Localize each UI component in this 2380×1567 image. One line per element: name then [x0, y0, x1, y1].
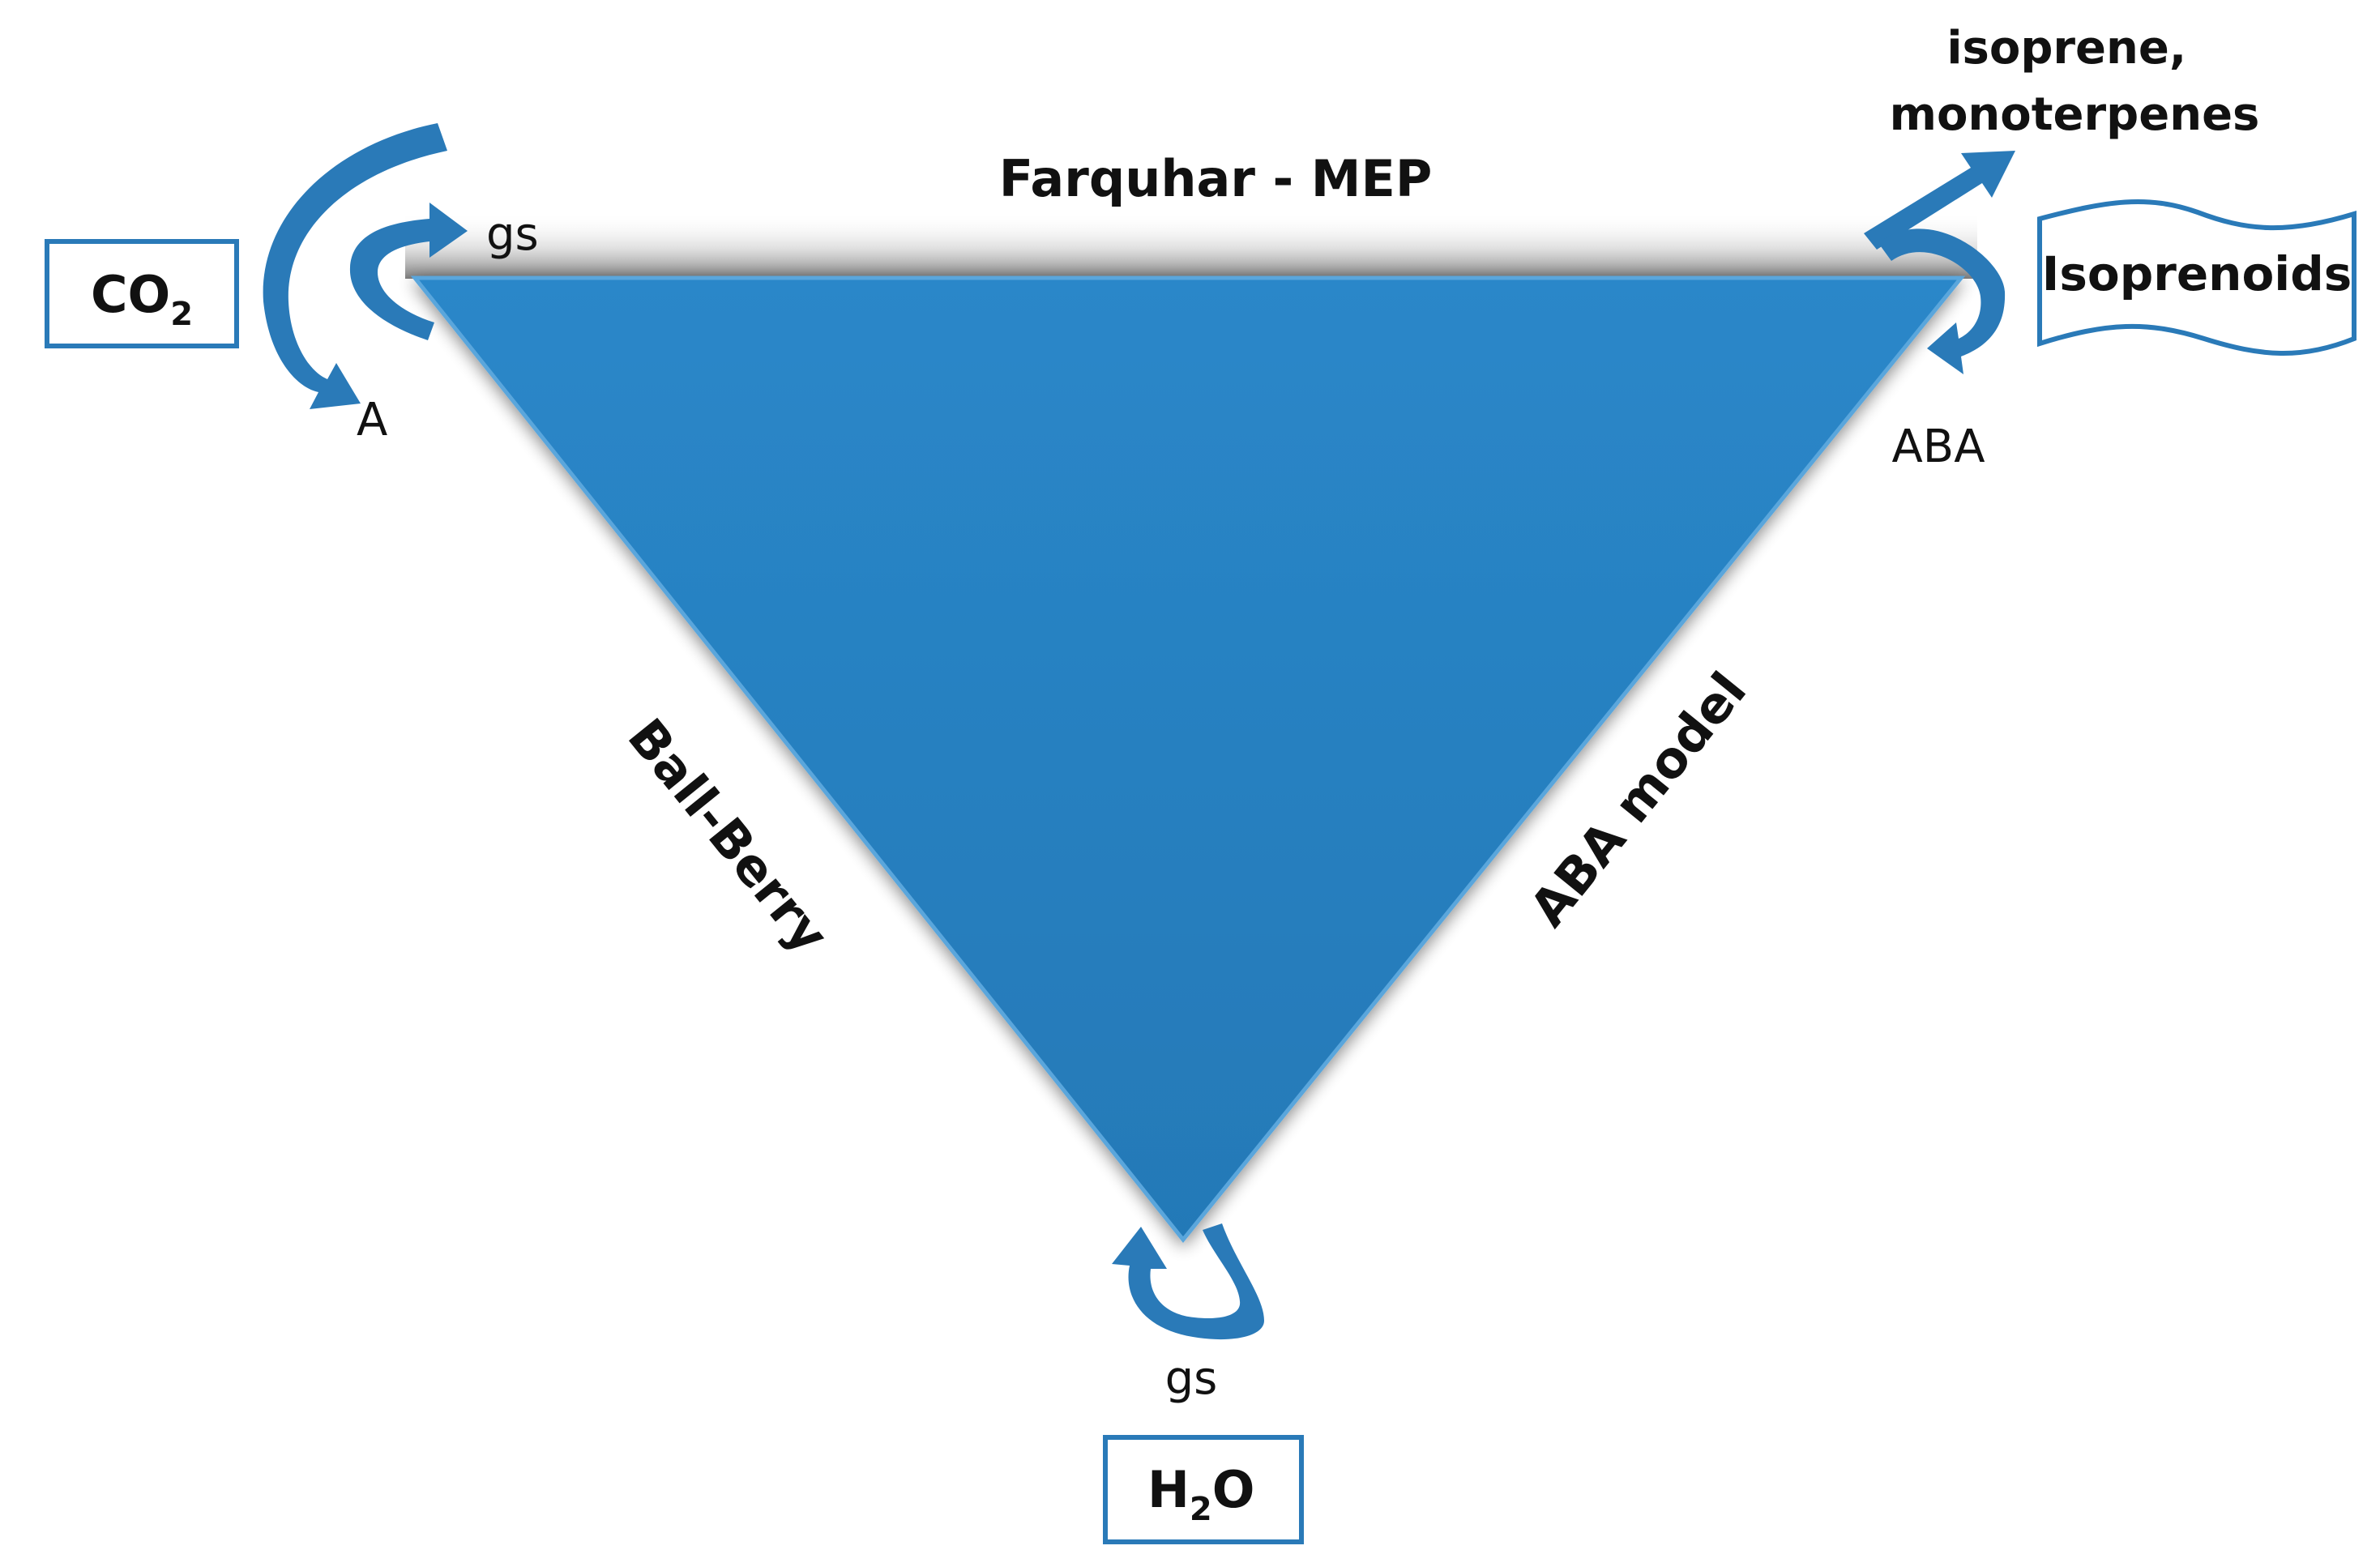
co2-box: CO2 [45, 239, 239, 348]
h2o-main-text: H [1147, 1460, 1190, 1519]
emission-label-line1: isoprene, [1946, 22, 2186, 75]
top-edge-label: Farquhar - MEP [999, 149, 1433, 208]
svg-text:H2O: H2O [1147, 1460, 1254, 1528]
svg-text:CO2: CO2 [91, 265, 193, 333]
model-triangle [410, 275, 1966, 1243]
to-aba-arrow-icon [1878, 228, 2006, 374]
emission-label-line2: monoterpenes [1890, 88, 2260, 141]
h2o-tail-text: O [1212, 1460, 1255, 1519]
isoprenoids-box: Isoprenoids [2037, 199, 2356, 356]
co2-to-a-arrow-icon [263, 123, 447, 409]
h2o-box: H2O [1103, 1435, 1304, 1544]
co2-main-text: CO [91, 265, 170, 324]
h2o-subscript: 2 [1190, 1491, 1212, 1528]
a-label: A [357, 394, 387, 446]
svg-text:Isoprenoids: Isoprenoids [2042, 246, 2352, 301]
bottom-gs-arrow-icon [1112, 1223, 1264, 1340]
gs-top-label: gs [486, 208, 539, 261]
top-edge-shadow [405, 212, 1977, 279]
aba-label: ABA [1891, 421, 1985, 473]
co2-subscript: 2 [170, 296, 193, 333]
a-to-gs-arrow-icon [349, 203, 468, 340]
gs-bottom-label: gs [1165, 1352, 1218, 1405]
emission-label: isoprene, monoterpenes [1890, 22, 2260, 141]
emission-arrow-icon [1864, 151, 2015, 250]
